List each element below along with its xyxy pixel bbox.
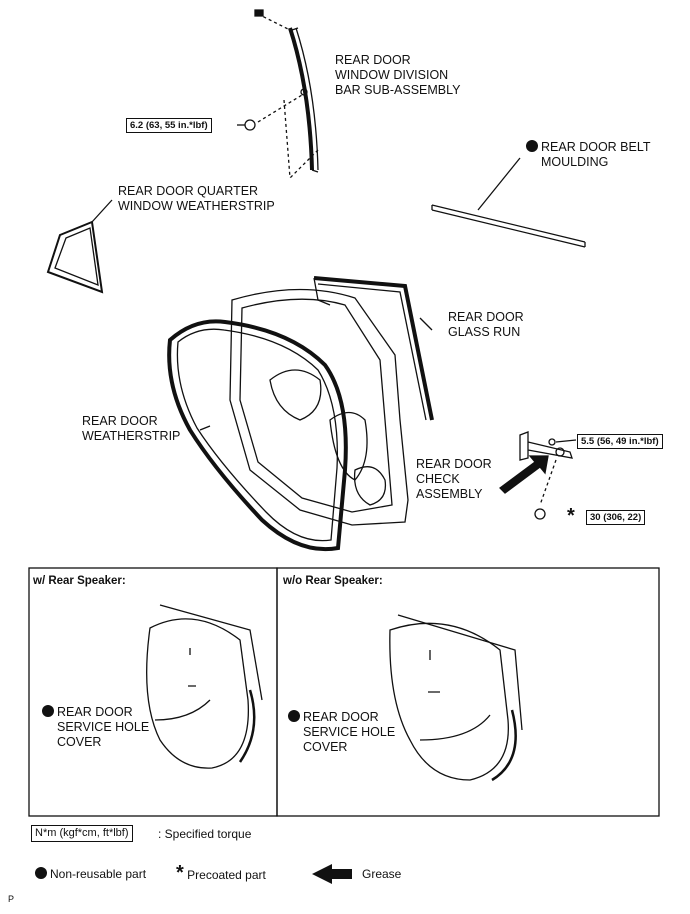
label-line: CHECK: [416, 472, 460, 486]
non-reusable-icon: [35, 867, 47, 879]
panel-title-with-speaker: w/ Rear Speaker:: [33, 575, 126, 587]
weatherstrip-drawing: [167, 319, 348, 552]
label-line: REAR DOOR: [416, 457, 492, 471]
legend-non-reusable: Non-reusable part: [35, 867, 146, 881]
label-line: BAR SUB-ASSEMBLY: [335, 83, 461, 97]
label-line: REAR DOOR BELT: [541, 140, 651, 154]
label-line: REAR DOOR: [82, 414, 158, 428]
label-line: ASSEMBLY: [416, 487, 483, 501]
quarter-weatherstrip-drawing: [46, 199, 113, 294]
label-check-assembly: REAR DOOR CHECK ASSEMBLY: [416, 457, 492, 502]
label-line: REAR DOOR: [303, 710, 379, 724]
precoated-star-icon: *: [567, 505, 575, 527]
label-weatherstrip: REAR DOOR WEATHERSTRIP: [82, 414, 180, 444]
service-cover-with-speaker: [146, 604, 263, 769]
legend-precoated-label: Precoated part: [187, 868, 266, 882]
label-line: WEATHERSTRIP: [82, 429, 181, 443]
legend-torque-desc: : Specified torque: [158, 827, 252, 841]
legend-precoated: * Precoated part: [176, 863, 266, 883]
division-bar-drawing: [237, 9, 319, 179]
label-line: COVER: [57, 735, 102, 749]
legend-non-reusable-label: Non-reusable part: [50, 867, 147, 881]
label-glass-run: REAR DOOR GLASS RUN: [448, 310, 524, 340]
panel-title-without-speaker: w/o Rear Speaker:: [283, 575, 383, 587]
torque-check-lower: 30 (306, 22): [586, 510, 646, 525]
label-belt-moulding: REAR DOOR BELT MOULDING: [526, 140, 651, 170]
non-reusable-icon: [288, 710, 300, 722]
panel-with-speaker-frame: [28, 567, 278, 817]
non-reusable-icon: [526, 140, 538, 152]
check-arrow-icon: [499, 455, 549, 494]
legend-grease: Grease: [362, 867, 402, 881]
grease-arrow-icon: [312, 864, 352, 884]
service-cover-without-speaker: [389, 614, 523, 782]
label-line: REAR DOOR QUARTER: [118, 184, 259, 198]
label-line: REAR DOOR: [448, 310, 524, 324]
label-line: REAR DOOR: [335, 53, 411, 67]
precoated-star-icon: *: [176, 862, 184, 884]
check-assembly-drawing: [519, 431, 577, 520]
label-line: SERVICE HOLE: [303, 725, 396, 739]
belt-moulding-drawing: [431, 157, 586, 248]
label-service-hole-cover-with: REAR DOOR SERVICE HOLE COVER: [42, 705, 149, 750]
non-reusable-icon: [42, 705, 54, 717]
label-line: WINDOW WEATHERSTRIP: [118, 199, 275, 213]
label-line: REAR DOOR: [57, 705, 133, 719]
label-line: MOULDING: [541, 155, 609, 169]
label-service-hole-cover-without: REAR DOOR SERVICE HOLE COVER: [288, 710, 395, 755]
label-division-bar: REAR DOOR WINDOW DIVISION BAR SUB-ASSEMB…: [335, 53, 461, 98]
glass-run-drawing: [313, 276, 434, 421]
speaker-panels: [28, 567, 660, 817]
panel-without-speaker-frame: [276, 567, 660, 817]
label-quarter-weatherstrip: REAR DOOR QUARTER WINDOW WEATHERSTRIP: [118, 184, 275, 214]
torque-check-upper: 5.5 (56, 49 in.*lbf): [577, 434, 663, 449]
label-line: GLASS RUN: [448, 325, 521, 339]
label-line: WINDOW DIVISION: [335, 68, 449, 82]
corner-mark: P: [8, 894, 15, 904]
torque-division-bar: 6.2 (63, 55 in.*lbf): [126, 118, 212, 133]
label-line: COVER: [303, 740, 348, 754]
door-frame-drawing: [229, 288, 409, 526]
legend-torque-unit: N*m (kgf*cm, ft*lbf): [31, 825, 133, 842]
label-line: SERVICE HOLE: [57, 720, 150, 734]
